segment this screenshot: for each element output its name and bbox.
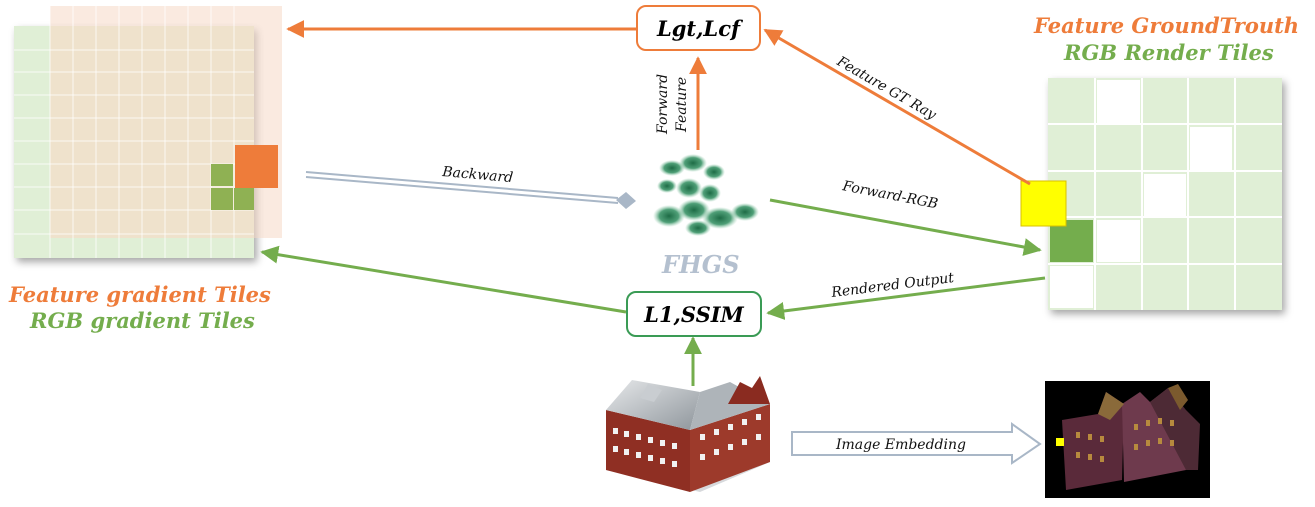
- left-tile-gridlines: [14, 6, 254, 258]
- gradient-tile-highlight: [211, 145, 278, 210]
- backward-arrow: [305, 171, 636, 209]
- feature-gradient-tiles-caption: Feature gradient Tiles: [9, 282, 271, 307]
- feature-loss-label: Lgt,Lcf: [656, 15, 741, 41]
- forward-rgb-label: Forward-RGB: [840, 178, 939, 212]
- rgb-loss-label: L1,SSIM: [644, 301, 744, 327]
- forward-feature-label-line2: Feature: [674, 77, 690, 133]
- rgb-loss-to-tiles-arrow: [260, 245, 627, 314]
- feature-loss-box: Lgt,Lcf: [636, 5, 761, 51]
- rendered-output-arrow: [766, 276, 1046, 320]
- fhgs-label: FHGS: [662, 250, 740, 279]
- rgb-gradient-tiles-caption: RGB gradient Tiles: [30, 308, 255, 333]
- backward-label: Backward: [441, 164, 514, 186]
- feature-groundtruth-caption: Feature GroundTrouth: [1034, 13, 1300, 38]
- feature-embedding-image: [1045, 381, 1210, 498]
- embedding-marker: [1056, 438, 1064, 446]
- image-embedding-arrow: [791, 422, 1042, 465]
- feature-gt-ray-marker: [1020, 180, 1067, 227]
- right-tile-gridlines: [1048, 78, 1282, 310]
- rgb-render-tiles-caption: RGB Render Tiles: [1064, 40, 1274, 65]
- gaussian-splats-icon: [653, 154, 759, 236]
- feature-gt-ray-label: Feature GT Ray: [833, 53, 940, 124]
- forward-rgb-arrow: [769, 198, 1042, 256]
- image-embedding-label: Image Embedding: [835, 437, 966, 453]
- feature-gt-ray-arrow: [763, 28, 1031, 186]
- rgb-loss-box: L1,SSIM: [626, 291, 762, 337]
- right-tile-cells: [1050, 80, 1232, 308]
- building-photo: [606, 376, 770, 492]
- forward-feature-label-line1: Forward: [655, 74, 671, 135]
